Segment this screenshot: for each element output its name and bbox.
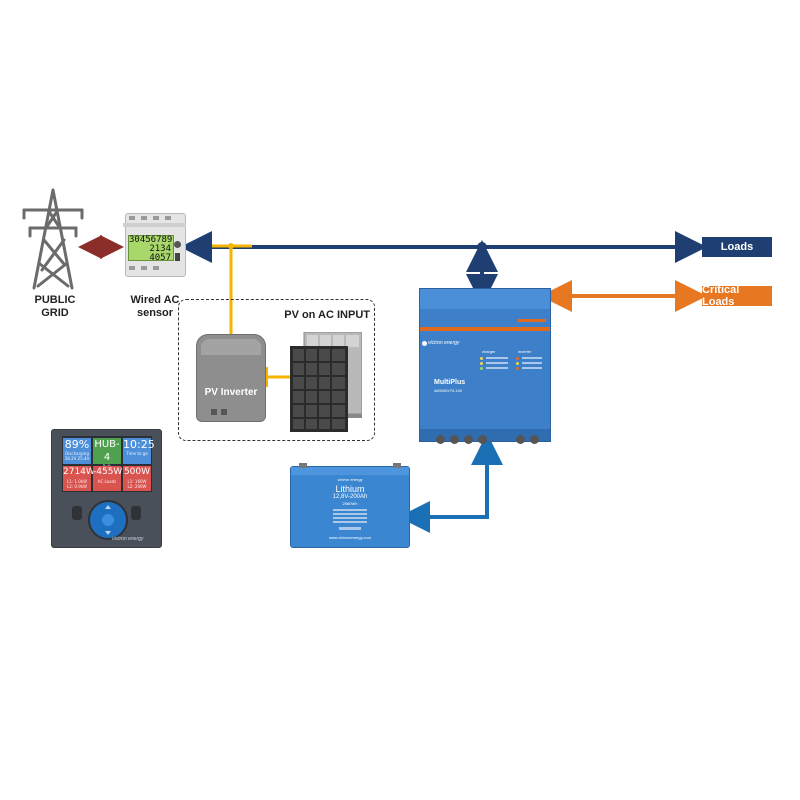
pv-inverter-label: PV Inverter bbox=[204, 387, 258, 398]
cc-nav-pad bbox=[88, 500, 128, 540]
cc-brand: victron energy bbox=[112, 536, 144, 542]
cc-nav-button-left bbox=[72, 506, 82, 520]
cc-tile-grid: 2714W L1: 1.0kW L2: 0.9kW bbox=[63, 466, 95, 491]
pv-on-ac-input-group bbox=[178, 299, 375, 441]
meter-reading-2: 2134 bbox=[149, 244, 171, 254]
color-control-panel: 89% Discharging 38.2V 25.4A HUB-4 Bulk 1… bbox=[51, 429, 162, 548]
cc-nav-button-right bbox=[131, 506, 141, 520]
cc-tile-time: 10:25 Time to go bbox=[123, 438, 155, 464]
multiplus-brand: victron energy bbox=[428, 340, 460, 346]
cable-gland bbox=[450, 435, 459, 444]
meter-button bbox=[174, 241, 181, 248]
multiplus-sub: 48/5000/70-100 bbox=[434, 388, 463, 393]
battery-sub: 2560Wh bbox=[342, 501, 358, 506]
battery-terminal bbox=[299, 463, 307, 468]
charger-label: charger bbox=[482, 349, 496, 354]
cc-tile-battery: 89% Discharging 38.2V 25.4A bbox=[63, 438, 91, 464]
solar-panel-icon bbox=[290, 332, 362, 432]
critical-loads-tag: Critical Loads bbox=[702, 284, 772, 308]
cable-gland bbox=[436, 435, 445, 444]
public-grid-label: PUBLIC GRID bbox=[34, 294, 76, 319]
multiplus-status-leds bbox=[480, 357, 546, 375]
multiplus-unit: victron energy charger inverter MultiPlu… bbox=[419, 288, 551, 444]
cc-tile-output: 500W L1: 160W L2: 200W bbox=[123, 466, 151, 491]
cc-screen: 89% Discharging 38.2V 25.4A HUB-4 Bulk 1… bbox=[62, 436, 155, 492]
chevron-down-icon bbox=[105, 531, 111, 535]
cable-gland bbox=[478, 435, 487, 444]
cable-gland bbox=[530, 435, 539, 444]
dc-link-line bbox=[398, 433, 503, 533]
cable-gland bbox=[464, 435, 473, 444]
chevron-up-icon bbox=[105, 505, 111, 509]
cc-tile-loads: -455W AC Loads bbox=[93, 466, 122, 491]
inverter-label: inverter bbox=[518, 349, 532, 354]
battery-spec: 12,8V-200Ah bbox=[332, 494, 368, 500]
cc-tile-mode: HUB-4 Bulk bbox=[93, 438, 121, 469]
multiplus-model: MultiPlus bbox=[434, 379, 466, 386]
battery-brand: victron energy bbox=[337, 477, 363, 482]
meter-reading-1: 30456789 bbox=[129, 235, 173, 245]
battery-terminal bbox=[393, 463, 401, 468]
battery-title: Lithium bbox=[335, 484, 365, 494]
pv-inverter: PV Inverter bbox=[196, 334, 266, 422]
meter-display: 30456789 2134 4057 bbox=[128, 235, 174, 263]
meter-reading-3: 4057 bbox=[149, 253, 171, 263]
loads-tag: Loads bbox=[702, 237, 772, 257]
pv-on-ac-input-label: PV on AC INPUT bbox=[284, 309, 370, 321]
wired-ac-sensor-label: Wired AC sensor bbox=[130, 294, 180, 319]
victron-logo-icon bbox=[422, 341, 427, 346]
battery-url: www.victronenergy.com bbox=[329, 535, 371, 540]
energy-meter: 30456789 2134 4057 bbox=[123, 213, 186, 277]
cable-gland bbox=[516, 435, 525, 444]
pylon-icon bbox=[22, 188, 84, 290]
lithium-battery: victron energy Lithium 12,8V-200Ah 2560W… bbox=[290, 463, 410, 548]
